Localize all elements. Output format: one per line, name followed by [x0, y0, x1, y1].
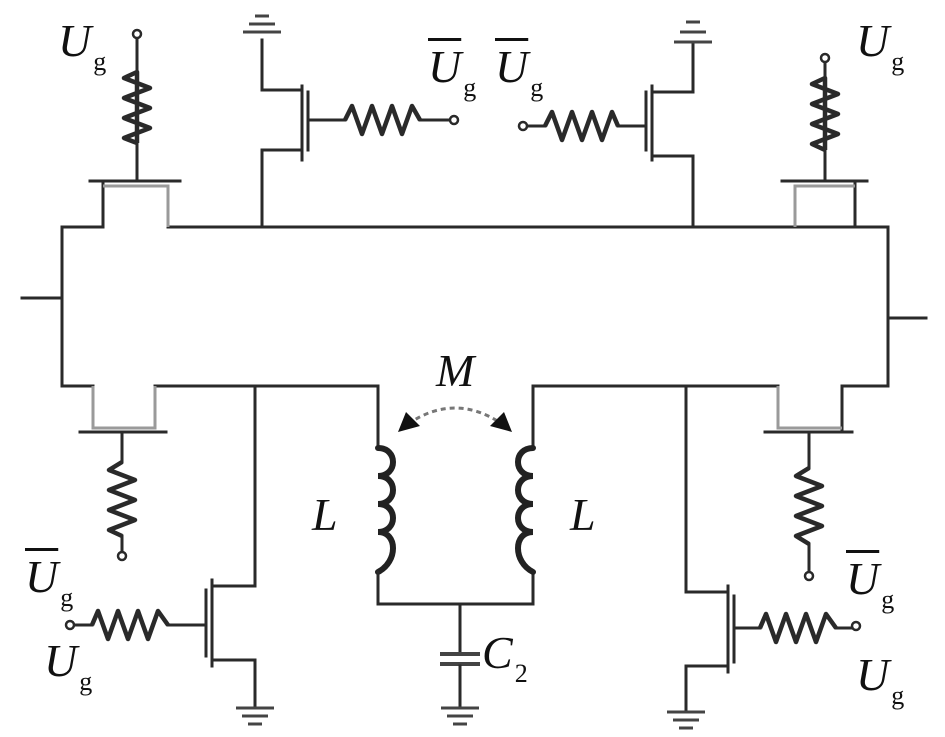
br-resistor — [793, 466, 825, 546]
tcr-ground-lead — [650, 43, 695, 94]
blm-source — [210, 658, 257, 710]
label-ug-top-left: Ug — [58, 15, 107, 76]
tcr-terminal — [517, 120, 529, 132]
brm-source — [684, 664, 730, 714]
label-ug-bottom-right: Ug — [856, 649, 905, 710]
brm-terminal — [850, 620, 862, 632]
tcl-ground-lead — [260, 38, 304, 92]
tl-terminal — [131, 28, 143, 40]
label-capacitor: C2 — [482, 627, 528, 688]
tr-switch-channel — [793, 184, 855, 227]
mutual-arrow-left — [398, 412, 420, 432]
bl-terminal — [116, 550, 128, 562]
right-bottom-stub — [840, 384, 890, 432]
tr-resistor — [809, 75, 841, 153]
tcl-terminal — [448, 114, 460, 126]
label-mutual-inductance: M — [436, 345, 475, 396]
label-inductor-right: L — [570, 489, 596, 540]
brm-drain — [684, 384, 730, 594]
label-ug-top-right: Ug — [856, 15, 905, 76]
br-switch-channel — [776, 386, 842, 430]
tr-terminal — [819, 52, 831, 64]
bl-switch-channel — [91, 386, 157, 430]
tl-switch-channel — [103, 184, 170, 227]
tcl-source — [260, 148, 304, 229]
tcr-source — [650, 154, 695, 229]
tl-resistor — [121, 69, 153, 146]
tcl-resistor — [342, 103, 422, 137]
bl-resistor — [106, 460, 138, 539]
mutual-coupling-arc — [407, 406, 503, 426]
label-ug-bottom-left: Ug — [44, 635, 93, 696]
mutual-arrow-right — [490, 412, 512, 432]
label-ubar-bottom-left: Ug — [25, 551, 74, 612]
label-inductor-left: L — [312, 489, 338, 540]
right-inductor — [515, 445, 536, 575]
left-inductor — [375, 445, 396, 575]
blm-resistor — [89, 608, 170, 642]
left-inductor-bottom — [376, 570, 535, 606]
label-ubar-bottom-right: Ug — [846, 553, 895, 614]
left-top-stub — [60, 181, 105, 229]
blm-terminal — [64, 619, 76, 631]
blm-drain — [210, 384, 257, 588]
label-ubar-top-center-left: Ug — [428, 41, 477, 102]
brm-resistor — [757, 611, 838, 645]
br-terminal — [803, 570, 815, 582]
tcr-resistor — [542, 109, 621, 143]
label-ubar-top-center-right: Ug — [495, 41, 544, 102]
